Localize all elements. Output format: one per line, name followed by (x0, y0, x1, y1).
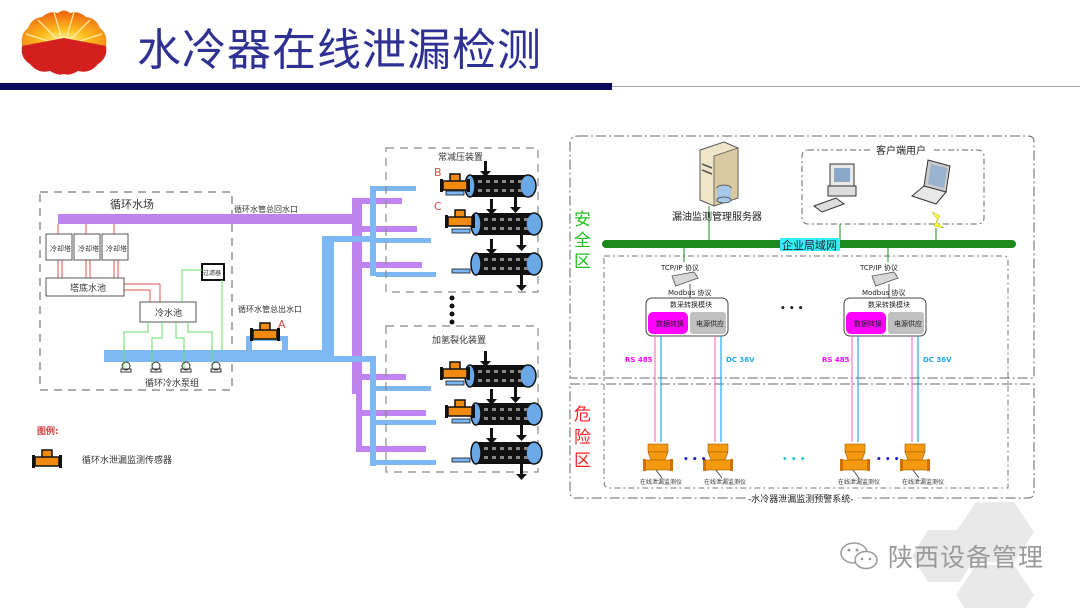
tcp-label: TCP/IP 协议 (859, 263, 898, 272)
danger-zone-char: 险 (574, 428, 591, 448)
danger-zone-char: 危 (574, 405, 591, 425)
wireless-icon (931, 211, 945, 229)
tower-label: 冷却塔 (106, 244, 127, 253)
filter-label: 过滤器 (203, 269, 221, 277)
cold-pool-label: 冷水池 (155, 307, 182, 319)
filter (201, 263, 225, 281)
module-title: 数采转换模块 (670, 300, 712, 309)
rs485-label: RS 485 (822, 356, 850, 364)
supply-main-label: 循环水管总出水口 (238, 304, 302, 314)
monitor-label: 在线泄漏监测仪 (640, 478, 682, 486)
watermark: 陕西设备管理 (838, 538, 1044, 574)
tcp-label: TCP/IP 协议 (660, 263, 699, 272)
leak-monitor-icon (899, 443, 931, 479)
safe-zone-char: 全 (574, 231, 591, 251)
danger-zone-boundary (569, 383, 1035, 499)
system-label: -水冷器泄漏监测预警系统- (748, 493, 854, 505)
unit-label: 加氢裂化装置 (432, 334, 486, 346)
power-supply-block (888, 312, 924, 334)
data-acquisition-module: TCP/IP 协议 Modbus 协议 数采转换模块 数据转换 电源供应 RS … (625, 263, 755, 486)
data-acquisition-module: TCP/IP 协议 Modbus 协议 数采转换模块 数据转换 电源供应 RS … (822, 263, 952, 486)
power-supply-label: 电源供应 (696, 319, 724, 328)
safe-zone-boundary (569, 135, 1035, 379)
ellipsis: • • • (683, 455, 707, 465)
cooling-water-diagram: 循环水场 (31, 147, 543, 481)
wechat-icon (840, 542, 878, 570)
monitor-label: 在线泄漏监测仪 (902, 478, 944, 486)
power-supply-block (690, 312, 726, 334)
modbus-label: Modbus 协议 (668, 288, 712, 297)
safe-zone-char: 区 (574, 252, 591, 272)
leak-monitor-icon (642, 443, 674, 479)
module-title: 数采转换模块 (868, 300, 910, 309)
unit-label: 常减压装置 (438, 151, 483, 163)
more-units-ellipsis (449, 295, 455, 325)
field-zone-boundary (603, 255, 1009, 489)
return-water-pipe (58, 198, 426, 452)
point-label-b: B (434, 166, 442, 179)
data-conversion-label: 数据转换 (656, 319, 684, 328)
safe-zone-char: 安 (574, 210, 591, 230)
server-icon (699, 141, 739, 207)
server-label: 漏油监测管理服务器 (672, 210, 762, 223)
tower-basin (45, 277, 125, 297)
monitor-label: 在线泄漏监测仪 (704, 478, 746, 486)
cooling-towers: 冷却塔 冷却塔 冷却塔 塔底水池 冷水池 过滤器 循环冷水泵组 (45, 224, 225, 389)
monitor-label: 在线泄漏监测仪 (838, 478, 880, 486)
leak-monitor-icon (839, 443, 871, 479)
legend-item-label: 循环水泄漏监测传感器 (82, 454, 172, 466)
watermark-hexagons (912, 502, 1034, 608)
power-supply-label: 电源供应 (894, 319, 922, 328)
dc-label: DC 36V (726, 356, 755, 364)
lan-label: 企业局域网 (782, 238, 837, 252)
client-group-label: 客户端用户 (876, 144, 926, 157)
ellipsis: • • • (782, 455, 806, 465)
header-divider (0, 83, 612, 90)
unit-boundary (385, 325, 539, 473)
data-conversion-block (846, 312, 886, 334)
tower-label: 冷却塔 (50, 244, 71, 253)
laptop-icon (910, 159, 951, 205)
ellipsis: • • • (780, 304, 804, 314)
point-label-c: C (434, 200, 442, 213)
watermark-text: 陕西设备管理 (888, 543, 1045, 572)
modbus-label: Modbus 协议 (862, 288, 906, 297)
page-title: 水冷器在线泄漏检测 (137, 25, 542, 76)
router-icon (671, 271, 699, 289)
leak-monitor-icon (702, 443, 734, 479)
data-conversion-block (648, 312, 688, 334)
dc-label: DC 36V (923, 356, 952, 364)
danger-zone-char: 区 (574, 451, 591, 471)
point-label-a: A (278, 318, 286, 331)
desktop-computer-icon (812, 163, 857, 213)
data-conversion-label: 数据转换 (854, 319, 882, 328)
rs485-label: RS 485 (625, 356, 653, 364)
router-icon (871, 271, 899, 289)
cooling-station-label: 循环水场 (110, 197, 154, 211)
cold-pool (139, 301, 197, 323)
header-divider-thin (612, 86, 1080, 87)
pump-group-label: 循环冷水泵组 (145, 377, 199, 389)
tower-basin-label: 塔底水池 (70, 282, 106, 294)
ellipsis: • • • (876, 455, 900, 465)
petrochina-logo-icon (21, 10, 107, 75)
legend-title: 图例: (37, 425, 59, 437)
tower-label: 冷却塔 (78, 244, 99, 253)
return-main-label: 循环水管总回水口 (234, 204, 298, 214)
